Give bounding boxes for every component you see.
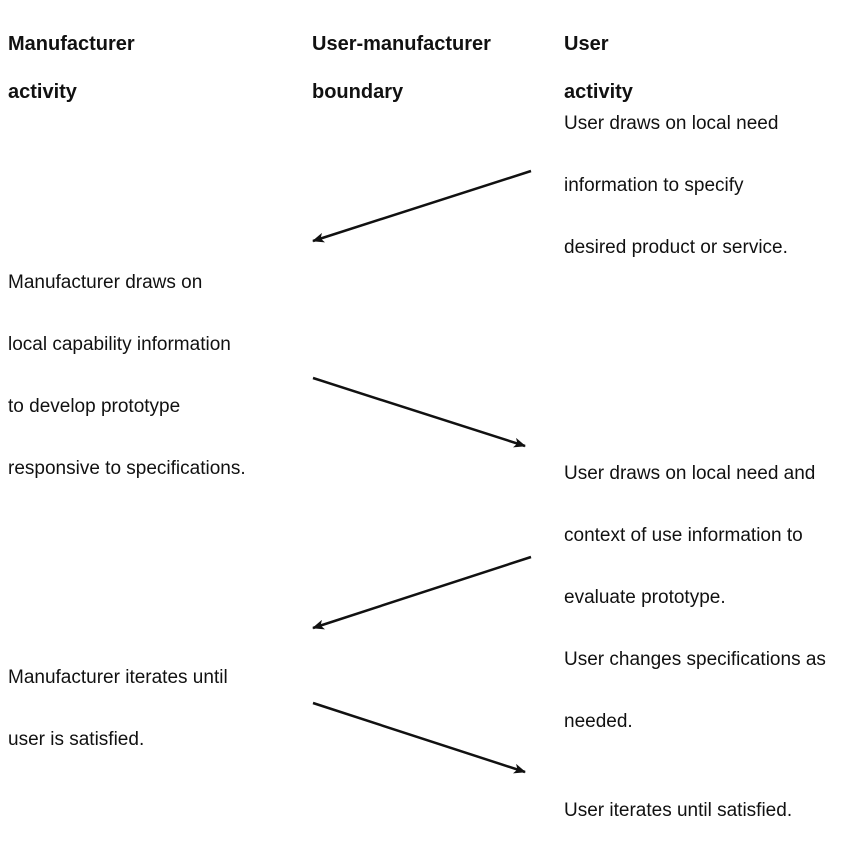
step-line: information to specify	[564, 175, 744, 196]
diagram-page: { "headers": { "manufacturer": ["Manufac…	[8, 8, 826, 821]
arrow-user-to-manufacturer	[312, 169, 532, 243]
step-line: local capability information	[8, 334, 231, 355]
step-line: Manufacturer draws on	[8, 272, 203, 293]
header-line: User	[564, 33, 609, 55]
step-line: context of use information to	[564, 525, 803, 546]
arrows-layer	[312, 169, 532, 774]
user-specify-step: User draws on local need information to …	[564, 77, 788, 294]
arrow-manufacturer-to-user	[312, 376, 526, 448]
step-line: evaluate prototype.	[564, 587, 726, 608]
arrow-user-to-manufacturer	[312, 555, 532, 630]
header-line: User-manufacturer	[312, 33, 491, 55]
step-line: needed.	[564, 711, 633, 732]
step-line: User draws on local need	[564, 113, 779, 134]
header-line: activity	[564, 81, 633, 103]
arrow-manufacturer-to-user	[312, 701, 526, 774]
manufacturer-iterate-step: Manufacturer iterates until user is sati…	[8, 631, 228, 786]
header-line: activity	[8, 81, 77, 103]
header-line: boundary	[312, 81, 404, 103]
user-activity-header: User activity	[564, 8, 633, 128]
step-line: responsive to specifications.	[8, 458, 246, 479]
manufacturer-activity-header: Manufacturer activity	[8, 8, 135, 128]
step-line: to develop prototype	[8, 396, 181, 417]
manufacturer-prototype-step: Manufacturer draws on local capability i…	[8, 236, 246, 515]
boundary-header: User-manufacturer boundary	[312, 8, 491, 128]
step-line: user is satisfied.	[8, 729, 145, 750]
step-line: User changes specifications as	[564, 649, 826, 670]
step-line: desired product or service.	[564, 237, 788, 258]
step-line: User draws on local need and	[564, 463, 816, 484]
header-line: Manufacturer	[8, 33, 135, 55]
user-evaluate-step: User draws on local need and context of …	[564, 427, 826, 768]
step-line: Manufacturer iterates until	[8, 667, 228, 688]
